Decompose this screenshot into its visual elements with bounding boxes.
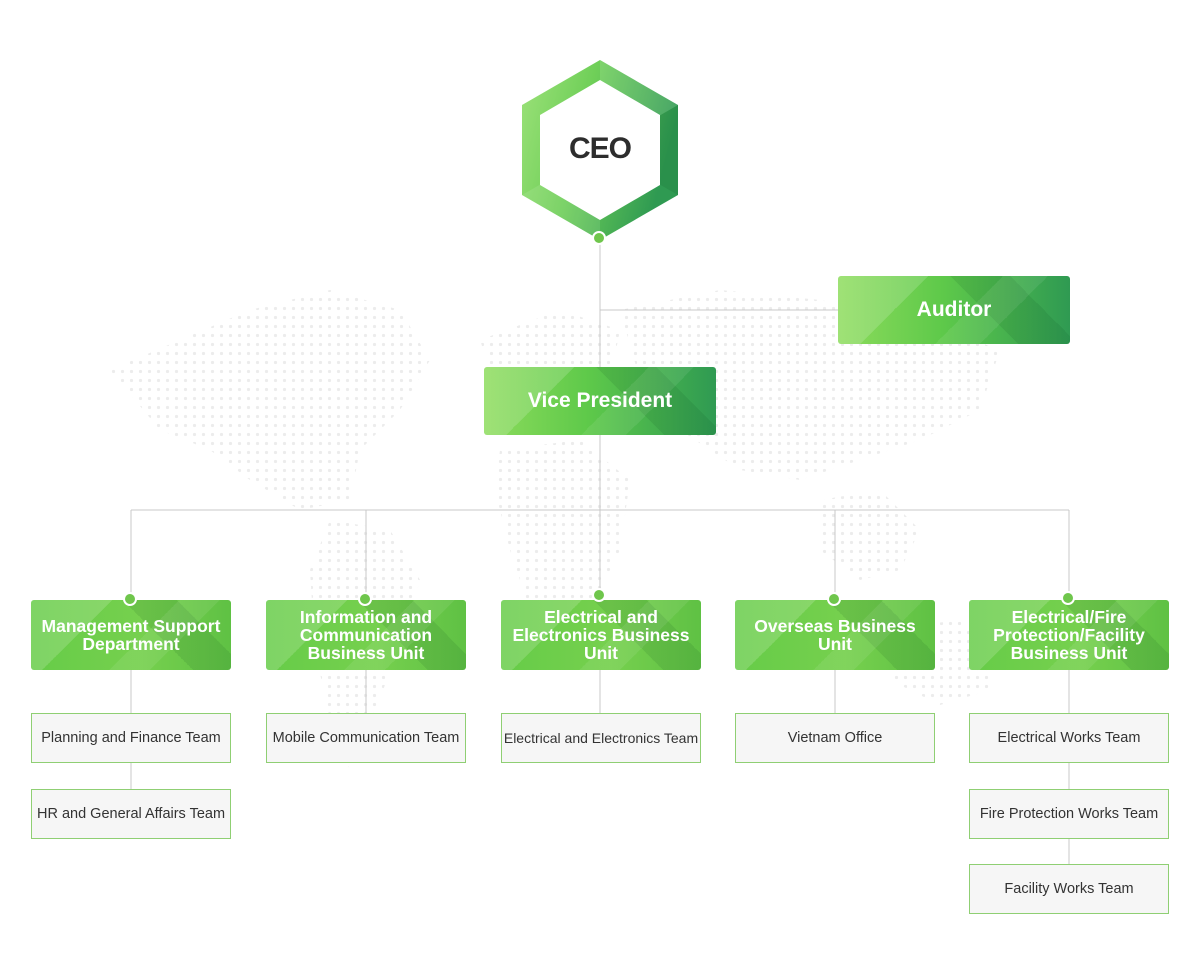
vice-president-box: Vice President bbox=[484, 367, 716, 435]
team-label: Electrical Works Team bbox=[997, 730, 1141, 746]
vice-president-label: Vice President bbox=[527, 389, 673, 412]
team-label: Vietnam Office bbox=[787, 730, 883, 746]
team-electrical-electronics: Electrical and Electronics Team bbox=[501, 713, 701, 763]
ceo-hexagon bbox=[522, 60, 678, 240]
dept-connector-dot bbox=[123, 592, 137, 606]
team-label: Electrical and Electronics Team bbox=[503, 730, 699, 746]
team-hr-general-affairs: HR and General Affairs Team bbox=[31, 789, 231, 839]
team-label: Planning and Finance Team bbox=[41, 730, 221, 746]
dept-management-support: Management Support Department bbox=[31, 600, 231, 670]
team-electrical-works: Electrical Works Team bbox=[969, 713, 1169, 763]
dept-label: Information and Communication Business U… bbox=[299, 607, 433, 663]
team-vietnam-office: Vietnam Office bbox=[735, 713, 935, 763]
dept-label: Management Support Department bbox=[41, 616, 221, 654]
team-mobile-communication: Mobile Communication Team bbox=[266, 713, 466, 763]
dept-electrical-electronics: Electrical and Electronics Business Unit bbox=[501, 600, 701, 670]
team-label: Facility Works Team bbox=[1004, 881, 1134, 897]
dept-connector-dot bbox=[592, 588, 606, 602]
dept-electrical-fire-facility: Electrical/Fire Protection/Facility Busi… bbox=[969, 600, 1169, 670]
team-label: HR and General Affairs Team bbox=[36, 806, 226, 822]
dept-label: Electrical and Electronics Business Unit bbox=[512, 607, 690, 663]
team-fire-protection-works: Fire Protection Works Team bbox=[969, 789, 1169, 839]
dept-label: Electrical/Fire Protection/Facility Busi… bbox=[993, 607, 1145, 663]
team-planning-finance: Planning and Finance Team bbox=[31, 713, 231, 763]
team-facility-works: Facility Works Team bbox=[969, 864, 1169, 914]
dept-connector-dot bbox=[358, 592, 372, 606]
team-label: Fire Protection Works Team bbox=[979, 806, 1159, 822]
dept-connector-dot bbox=[827, 592, 841, 606]
ceo-connector-dot bbox=[592, 231, 606, 245]
dept-overseas: Overseas Business Unit bbox=[735, 600, 935, 670]
dept-label: Overseas Business Unit bbox=[754, 616, 916, 654]
auditor-box: Auditor bbox=[838, 276, 1070, 344]
auditor-label: Auditor bbox=[916, 298, 992, 321]
team-label: Mobile Communication Team bbox=[272, 730, 460, 746]
ceo-label: CEO bbox=[568, 132, 632, 165]
dept-information-communication: Information and Communication Business U… bbox=[266, 600, 466, 670]
dept-connector-dot bbox=[1061, 591, 1075, 605]
